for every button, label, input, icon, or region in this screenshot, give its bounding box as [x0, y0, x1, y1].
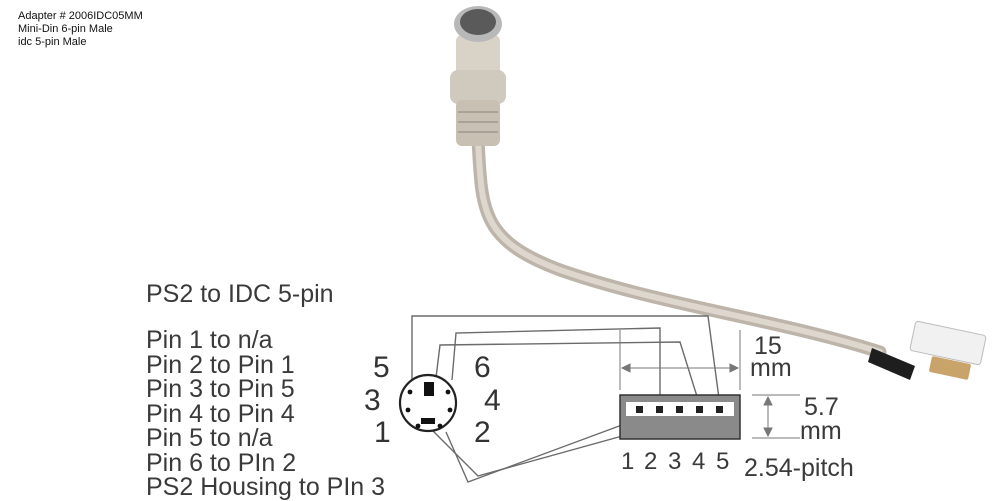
- wiring-lines: [411, 315, 721, 483]
- dimension-height: [752, 394, 800, 439]
- mapping-line: Pin 6 to PIn 2: [146, 448, 297, 477]
- minidin-pin-2-label: 2: [474, 416, 491, 449]
- idc-pin-5-label: 5: [716, 448, 730, 475]
- wire-housing-to-pin3: [411, 315, 721, 407]
- width-value: 15: [754, 332, 782, 360]
- minidin-front-view: [398, 373, 458, 433]
- wire-pin6-to-pin2: [431, 419, 681, 477]
- minidin-pin-1-label: 1: [374, 416, 391, 449]
- height-value: 5.7: [804, 393, 839, 421]
- wire-pin2-to-pin1: [445, 421, 631, 483]
- mapping-line: Pin 3 to Pin 5: [146, 375, 295, 403]
- idc-plug-photo: [868, 320, 987, 380]
- mapping-line: Pin 1 to n/a: [146, 326, 273, 354]
- idc-pin-1-label: 1: [621, 448, 635, 475]
- idc-connector-view: [619, 394, 741, 440]
- minidin-pin-5-label: 5: [373, 351, 390, 384]
- header-info: Adapter # 2006IDC05MM Mini-Din 6-pin Mal…: [18, 10, 143, 49]
- width-unit: mm: [750, 354, 792, 382]
- idc-pin-2-label: 2: [644, 448, 658, 475]
- idc-pin-4-label: 4: [692, 448, 706, 475]
- minidin-plug-photo: [450, 6, 506, 146]
- pitch-label: 2.54-pitch: [744, 454, 854, 482]
- diagram-title: PS2 to IDC 5-pin: [146, 280, 334, 308]
- mapping-line: PS2 Housing to PIn 3: [146, 473, 386, 501]
- pin-mapping-list: Pin 1 to n/a Pin 2 to Pin 1 Pin 3 to Pin…: [146, 328, 385, 500]
- dimension-width: [619, 330, 741, 390]
- connector-a-label: Mini-Din 6-pin Male: [18, 23, 113, 35]
- minidin-pin-6-label: 6: [474, 351, 491, 384]
- wire-pin3-to-pin5: [433, 341, 701, 407]
- wire-pin4-to-pin4: [451, 327, 661, 406]
- connector-b-label: idc 5-pin Male: [18, 36, 87, 48]
- minidin-pin-4-label: 4: [484, 384, 501, 417]
- mapping-line: Pin 5 to n/a: [146, 424, 273, 452]
- cable-highlight: [475, 137, 883, 355]
- cable: [471, 133, 887, 359]
- idc-pin-3-label: 3: [668, 448, 682, 475]
- minidin-pin-3-label: 3: [364, 384, 381, 417]
- mapping-line: Pin 4 to Pin 4: [146, 399, 295, 428]
- height-unit: mm: [800, 417, 842, 445]
- mapping-line: Pin 2 to Pin 1: [146, 350, 295, 379]
- adapter-number: Adapter # 2006IDC05MM: [18, 10, 143, 22]
